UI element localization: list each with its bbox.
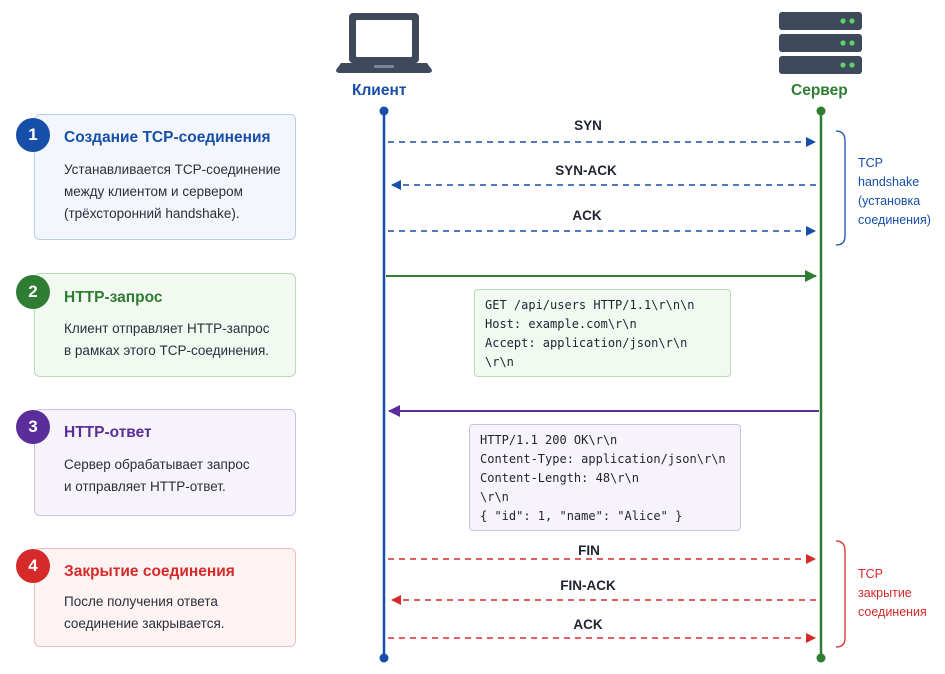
- brace-label-line: соединения): [858, 213, 931, 227]
- step-description-line: После получения ответа: [64, 594, 218, 609]
- step-description: Клиент отправляет HTTP-запрос в рамках э…: [64, 318, 269, 362]
- step-number-badge: 4: [16, 549, 50, 583]
- client-lifeline-start: [379, 106, 389, 116]
- brace-label-line: закрытие: [858, 586, 912, 600]
- step-number-badge: 1: [16, 118, 50, 152]
- brace-label-line: TCP: [858, 156, 883, 170]
- handshake-brace: [835, 130, 846, 246]
- code-line: Accept: application/json\r\n: [485, 336, 688, 350]
- code-line: \r\n: [480, 490, 509, 504]
- fin-ack-label: FIN-ACK: [560, 578, 616, 593]
- code-line: Content-Type: application/json\r\n: [480, 452, 726, 466]
- code-line: { "id": 1, "name": "Alice" }: [480, 509, 683, 523]
- server-label: Сервер: [791, 82, 848, 99]
- ack-close-label: ACK: [573, 617, 603, 632]
- step-description-line: соединение закрывается.: [64, 616, 225, 631]
- step-title: HTTP-запрос: [64, 289, 163, 306]
- step-description: Устанавливается TCP-соединение между кли…: [64, 159, 281, 225]
- step-description-line: между клиентом и сервером: [64, 184, 243, 199]
- http-response-code: HTTP/1.1 200 OK\r\n Content-Type: applic…: [469, 424, 741, 531]
- code-line: Host: example.com\r\n: [485, 317, 637, 331]
- http-request-code: GET /api/users HTTP/1.1\r\n\n Host: exam…: [474, 289, 731, 377]
- step-description-line: Сервер обрабатывает запрос: [64, 457, 250, 472]
- step-description-line: (трёхсторонний handshake).: [64, 206, 240, 221]
- step-description-line: в рамках этого TCP-соединения.: [64, 343, 270, 358]
- step-card-close-connection: [34, 548, 296, 647]
- step-description: После получения ответа соединение закрыв…: [64, 591, 225, 635]
- server-lifeline-start: [816, 106, 826, 116]
- code-line: GET /api/users HTTP/1.1\r\n\n: [485, 298, 695, 312]
- closing-brace: [835, 540, 846, 648]
- step-number-badge: 3: [16, 410, 50, 444]
- ack-label: ACK: [572, 208, 602, 223]
- fin-label: FIN: [578, 543, 600, 558]
- handshake-brace-label: TCP handshake (установка соединения): [858, 154, 931, 230]
- code-line: Content-Length: 48\r\n: [480, 471, 639, 485]
- client-lifeline-end: [379, 653, 389, 663]
- step-title: Закрытие соединения: [64, 563, 235, 580]
- brace-label-line: handshake: [858, 175, 920, 189]
- step-description-line: и отправляет HTTP-ответ.: [64, 479, 226, 494]
- step-description: Сервер обрабатывает запрос и отправляет …: [64, 454, 250, 498]
- brace-label-line: TCP: [858, 567, 883, 581]
- client-label: Клиент: [352, 82, 407, 99]
- laptop-icon: [336, 13, 432, 73]
- step-number-badge: 2: [16, 275, 50, 309]
- server-rack-icon: [779, 12, 862, 74]
- closing-brace-label: TCP закрытие соединения: [858, 565, 927, 622]
- step-title: Создание TCP-соединения: [64, 129, 271, 146]
- brace-label-line: (установка: [858, 194, 921, 208]
- syn-ack-label: SYN-ACK: [555, 163, 617, 178]
- step-card-http-request: [34, 273, 296, 377]
- step-card-http-response: [34, 409, 296, 516]
- step-description-line: Устанавливается TCP-соединение: [64, 162, 281, 177]
- step-description-line: Клиент отправляет HTTP-запрос: [64, 321, 270, 336]
- syn-label: SYN: [574, 118, 602, 133]
- code-line: HTTP/1.1 200 OK\r\n: [480, 433, 618, 447]
- step-card-tcp-connect: [34, 114, 296, 240]
- server-lifeline-end: [816, 653, 826, 663]
- code-line: \r\n: [485, 355, 514, 369]
- step-title: HTTP-ответ: [64, 424, 152, 441]
- brace-label-line: соединения: [858, 605, 927, 619]
